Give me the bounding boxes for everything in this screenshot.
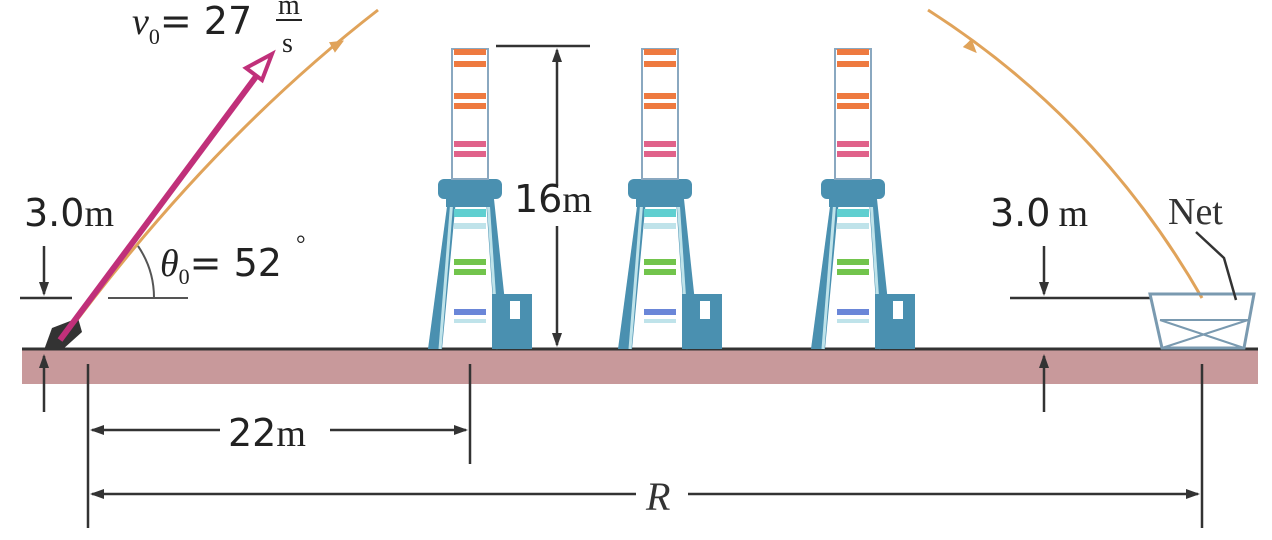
angle-arc	[137, 245, 156, 299]
trajectory-descending	[927, 8, 1204, 299]
theta-degree: °	[296, 232, 306, 258]
velocity-arrow	[57, 72, 261, 342]
tower-height-label: 16m	[514, 177, 592, 221]
range-label: R	[645, 474, 670, 519]
v0-unit-num: m	[278, 0, 300, 21]
v0-unit-den: s	[282, 28, 293, 59]
theta-label: θ0= 52	[160, 241, 282, 289]
net-pointer-line	[1195, 231, 1238, 301]
trajectory-rising	[60, 8, 379, 341]
velocity-arrowhead	[242, 49, 276, 84]
net-label: Net	[1168, 191, 1223, 233]
distance-label: 22m	[228, 411, 306, 455]
v0-label: v0= 27	[132, 0, 252, 49]
net	[1148, 292, 1256, 350]
left-height-label: 3.0m	[24, 191, 114, 235]
tower-2	[616, 47, 724, 351]
ground	[22, 348, 1258, 384]
tower-3	[809, 47, 917, 351]
